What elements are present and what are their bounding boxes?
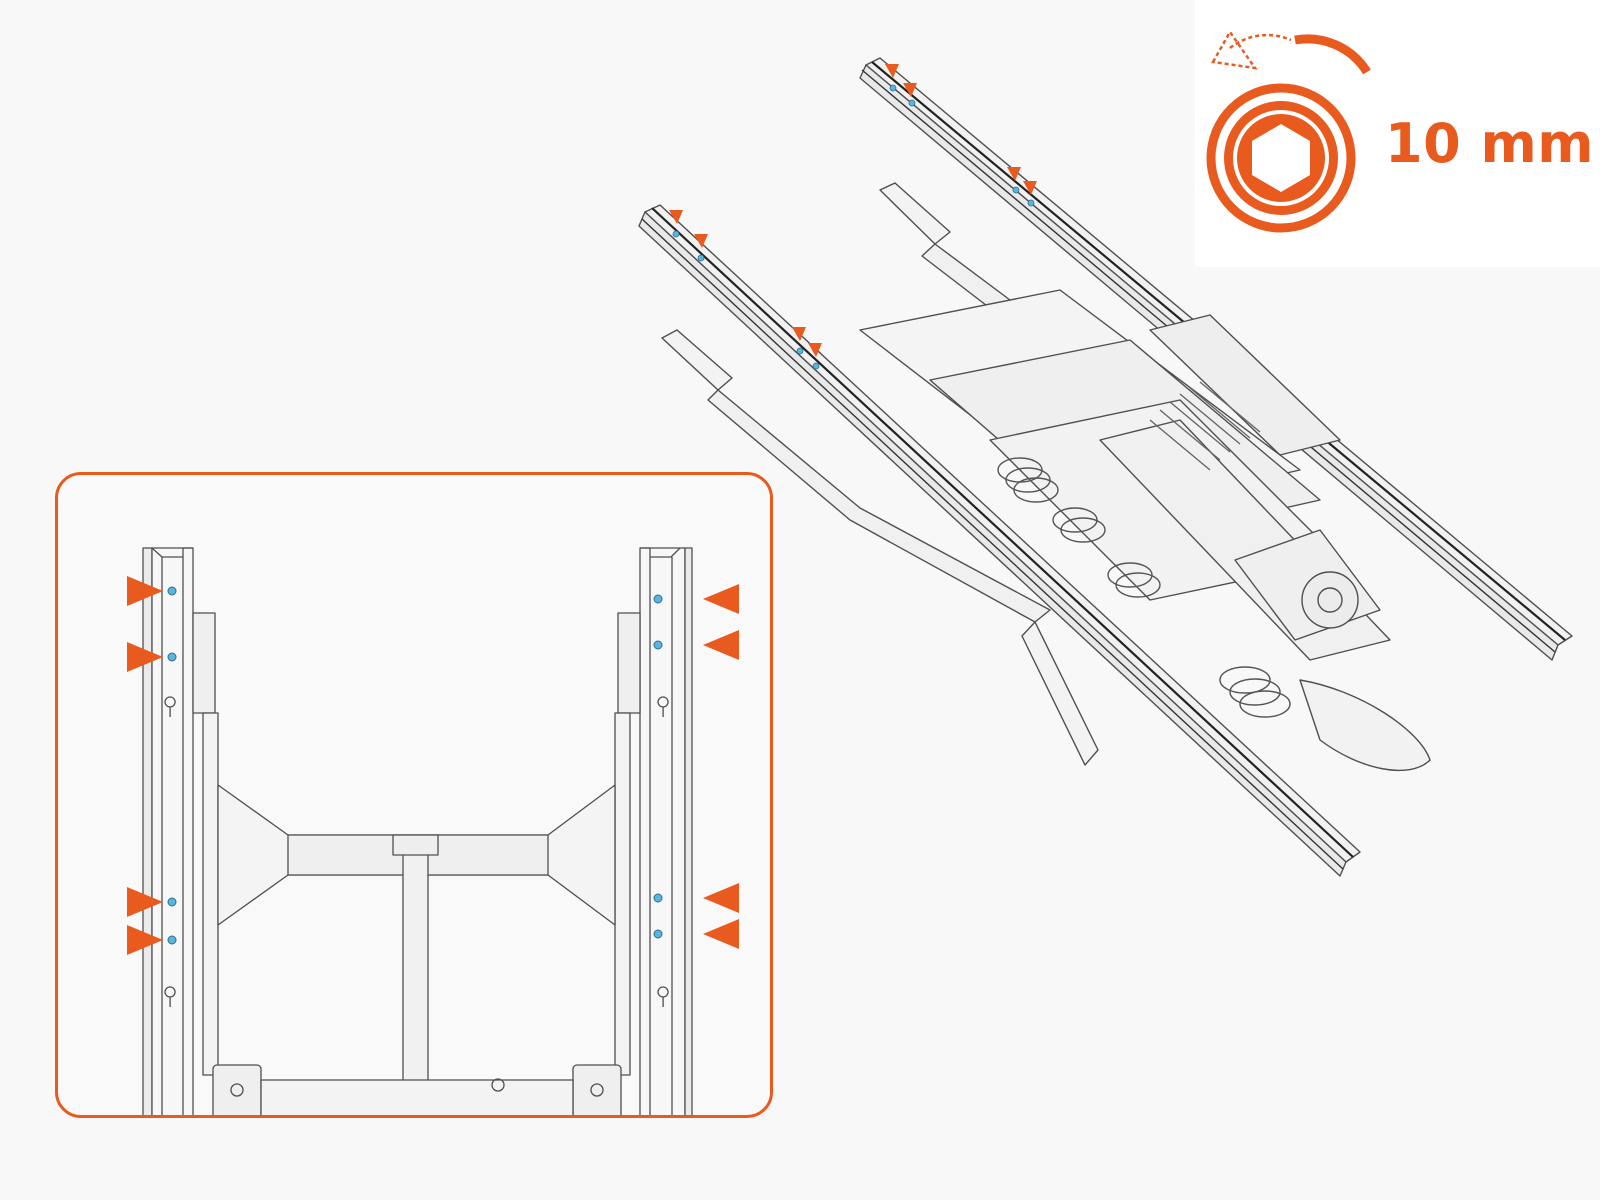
marker-left-4 bbox=[127, 925, 163, 955]
rail-front bbox=[638, 204, 1361, 877]
socket-wrench-icon bbox=[1206, 29, 1371, 233]
marker-left-1 bbox=[127, 576, 163, 606]
marker-right-4 bbox=[703, 919, 739, 949]
inset-markers bbox=[127, 576, 739, 955]
closeup-inset bbox=[55, 472, 773, 1118]
marker-right-3 bbox=[703, 883, 739, 913]
main-markers bbox=[669, 64, 1037, 357]
inset-rail-left bbox=[142, 547, 194, 1115]
inset-rail-right bbox=[639, 547, 693, 1115]
inset-bracket-right bbox=[614, 612, 641, 1076]
central-frame bbox=[859, 289, 1431, 772]
marker-left-2 bbox=[127, 642, 163, 672]
frame-rails-closeup-icon bbox=[127, 547, 739, 1115]
rotate-counterclockwise-icon bbox=[1211, 29, 1371, 75]
marker-left-3 bbox=[127, 887, 163, 917]
marker-right-1 bbox=[703, 584, 739, 614]
main-bolts bbox=[672, 84, 1035, 370]
tool-size-label: 10 mm bbox=[1385, 112, 1594, 175]
inset-bracket-left bbox=[192, 612, 219, 1076]
inset-cross-member bbox=[217, 784, 616, 1115]
marker-right-2 bbox=[703, 630, 739, 660]
tool-badge: 10 mm bbox=[1195, 0, 1600, 267]
hex-socket-icon bbox=[1206, 83, 1356, 233]
inset-bottom-assembly bbox=[212, 1064, 622, 1115]
inset-bolts bbox=[167, 586, 663, 945]
